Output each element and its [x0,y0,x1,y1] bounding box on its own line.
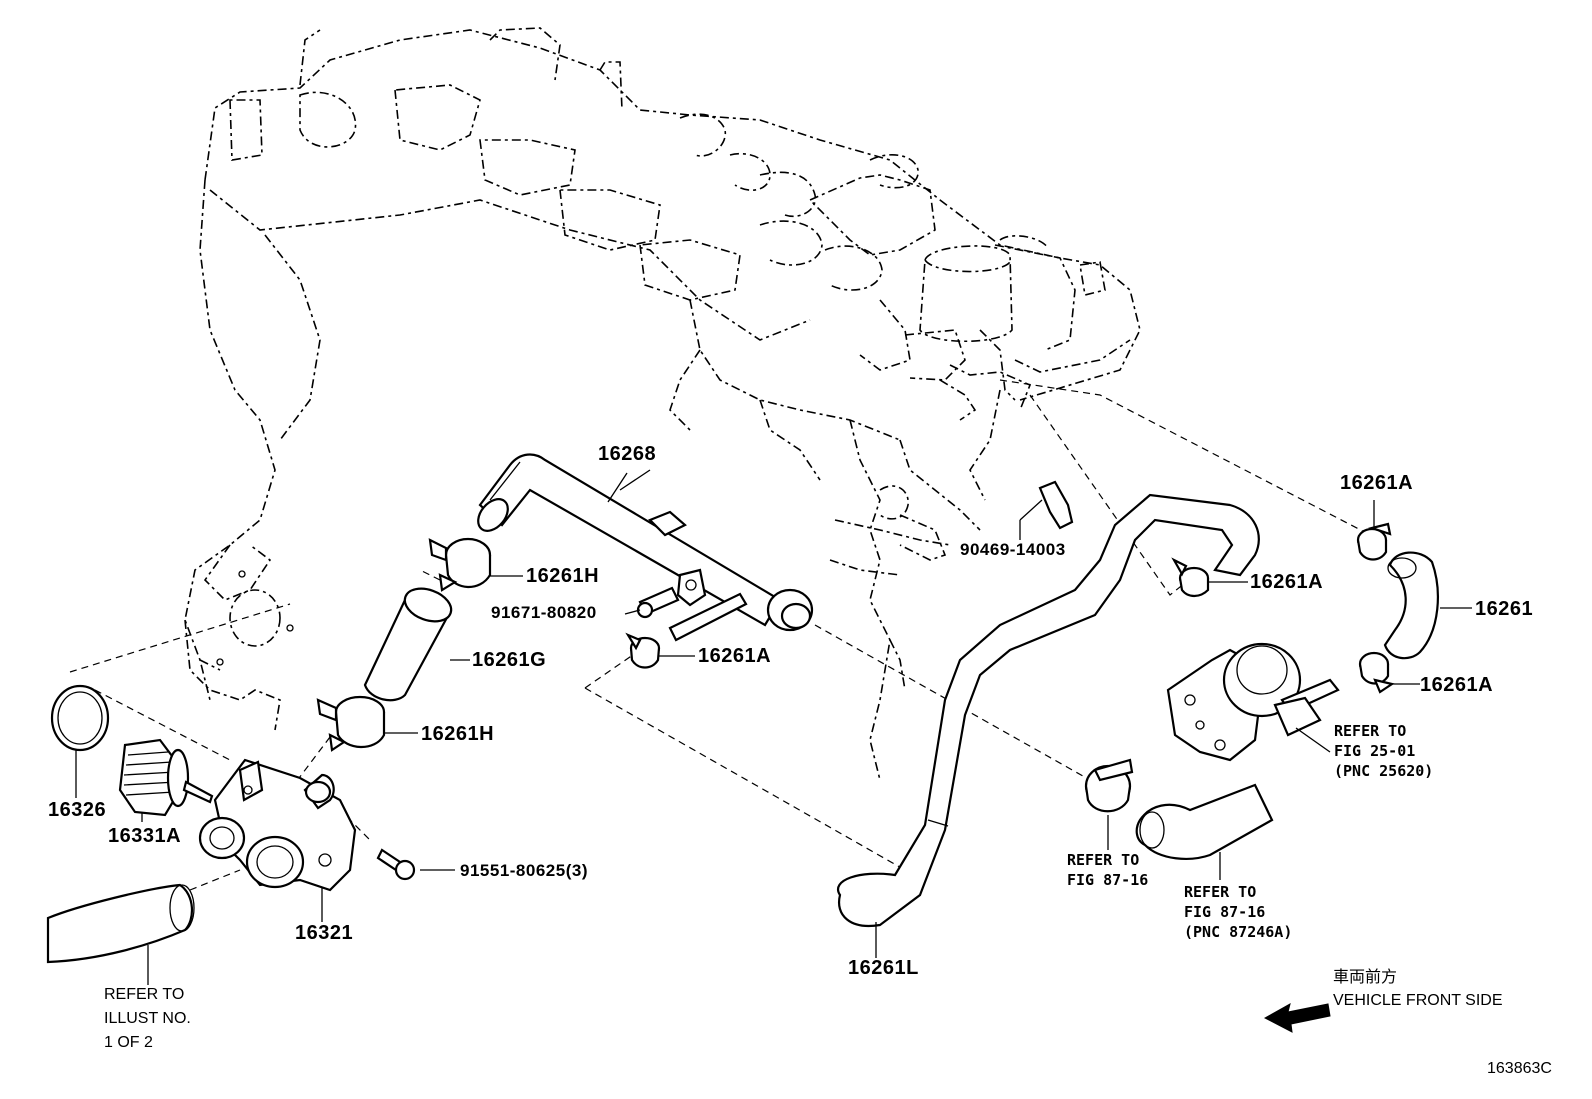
water-inlet-16321 [198,758,357,892]
note-line: REFER TO [1067,851,1140,869]
stud-91671 [636,586,748,642]
hose-clamp-16261A-lower [1358,651,1395,694]
note-line: REFER TO [104,986,185,1003]
hose-clamp-16261A-mid [625,632,661,669]
water-bypass-pipe-16268 [477,453,814,632]
part-label-16261H-bottom[interactable]: 16261H [421,723,495,745]
radiator-hose-right [1135,783,1274,880]
part-label-16261A-right[interactable]: 16261A [1250,571,1324,593]
part-label-16331A[interactable]: 16331A [108,825,182,847]
gasket-16326 [50,684,110,752]
block-gasket-ghost [216,570,294,666]
part-label-16261H-top[interactable]: 16261H [526,565,600,587]
engine-ghost-outline [184,27,1141,781]
diagram-id: 163863C [1487,1060,1552,1077]
note-refer-illust[interactable]: REFER TO ILLUST NO. 1 OF 2 [104,983,191,1055]
note-line: FIG 87-16 [1184,903,1266,921]
front-arrow-icon [1263,1002,1331,1033]
hose-clamp-16261A-top [1356,522,1392,561]
direction-label-jp: 車両前方 [1333,969,1398,986]
part-label-16261A-lower[interactable]: 16261A [1420,674,1494,696]
part-label-16326[interactable]: 16326 [48,799,107,821]
part-label-91671-80820[interactable]: 91671-80820 [491,603,597,622]
hose-16261 [1383,551,1439,660]
part-label-16261G[interactable]: 16261G [472,649,547,671]
note-line: ILLUST NO. [104,1010,191,1027]
part-label-16261[interactable]: 16261 [1475,598,1534,620]
hose-16261G [363,587,453,702]
part-label-16261A-mid[interactable]: 16261A [698,645,772,667]
bolt-91551 [376,848,416,881]
note-line: 1 OF 2 [104,1034,153,1051]
note-line: (PNC 87246A) [1184,923,1293,941]
note-line: (PNC 25620) [1334,762,1434,780]
note-refer-fig-87-16-a[interactable]: REFER TO FIG 87-16 [1067,850,1148,890]
part-label-16261A-top[interactable]: 16261A [1340,472,1414,494]
hose-16261L [837,493,1260,928]
note-refer-fig-87-16-b[interactable]: REFER TO FIG 87-16 (PNC 87246A) [1184,882,1292,942]
hose-clamp-16261H-bottom [316,695,386,752]
part-label-16261L[interactable]: 16261L [848,957,919,979]
note-line: FIG 25-01 [1334,742,1416,760]
part-label-16268[interactable]: 16268 [598,443,657,465]
direction-label-en: VEHICLE FRONT SIDE [1333,992,1503,1009]
part-label-91551-80625[interactable]: 91551-80625(3) [460,861,588,880]
label-leaders [75,472,1472,958]
hose-clamp-refer-87-16 [1084,758,1134,850]
part-label-16321[interactable]: 16321 [295,922,354,944]
thermostat-16331A [118,738,214,817]
radiator-hose-lower-left [46,883,195,985]
note-line: REFER TO [1334,722,1407,740]
note-line: FIG 87-16 [1067,871,1149,889]
part-label-90469-14003[interactable]: 90469-14003 [960,540,1066,559]
note-line: REFER TO [1184,883,1257,901]
hose-clamp-16261A-right [1171,557,1210,598]
clip-90469 [1019,480,1074,530]
hose-clamp-16261H-top [428,537,492,592]
throttle-body-component [1166,642,1340,762]
note-refer-fig-25-01[interactable]: REFER TO FIG 25-01 (PNC 25620) [1334,721,1433,781]
